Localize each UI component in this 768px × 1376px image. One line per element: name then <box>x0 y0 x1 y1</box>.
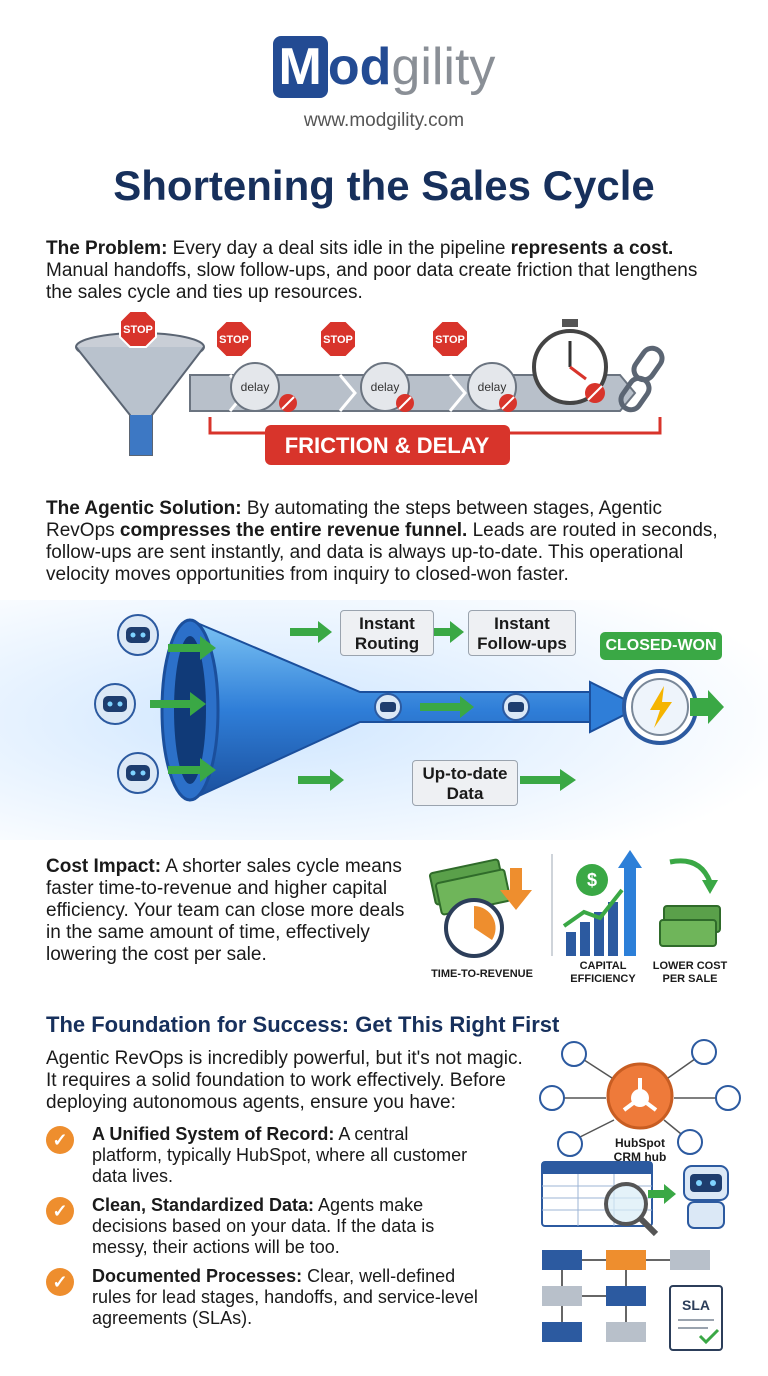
sla-document-icon: SLA <box>669 1285 723 1351</box>
delay-label-2: delay <box>371 380 400 394</box>
connected-app-icon <box>539 1039 741 1157</box>
friction-banner <box>265 425 510 465</box>
foundation-intro: Agentic RevOps is incredibly powerful, b… <box>46 1048 523 1113</box>
foundation-item-1: A Unified System of Record: A central pl… <box>92 1124 472 1187</box>
lower-cost-money-icon <box>659 858 721 947</box>
cost-paragraph: Cost Impact: A shorter sales cycle means… <box>46 856 406 966</box>
solution-paragraph: The Agentic Solution: By automating the … <box>46 498 726 586</box>
broken-chain-icon <box>618 345 665 413</box>
stop-label-3: STOP <box>323 334 353 346</box>
foundation-item-text: A central platform, typically HubSpot, w… <box>92 1124 468 1186</box>
page-title: Shortening the Sales Cycle <box>113 162 655 209</box>
svg-text:$: $ <box>587 870 597 890</box>
check-icon: ✓ <box>46 1126 74 1154</box>
foundation-item-title: A Unified System of Record: <box>92 1124 335 1144</box>
magnifier-icon <box>604 1182 659 1237</box>
problem-text-a: Every day a deal sits idle in the pipeli… <box>167 238 511 259</box>
solution-text-b: Leads are routed in seconds, follow-ups … <box>46 520 718 585</box>
delay-gear-icon: delay <box>360 362 414 412</box>
problem-text-b: Manual handoffs, slow follow-ups, and po… <box>46 260 698 303</box>
solution-heading: The Agentic Solution: <box>46 498 242 519</box>
delay-label-3: delay <box>478 380 507 394</box>
friction-illustration: STOP STOP STOP STOP delay delay delay <box>75 310 665 465</box>
check-icon: ✓ <box>46 1268 74 1296</box>
cost-heading: Cost Impact: <box>46 856 162 877</box>
cost-text: A shorter sales cycle means faster time-… <box>46 856 405 965</box>
foundation-item-3: Documented Processes: Clear, well-define… <box>92 1266 492 1329</box>
foundation-item-2: Clean, Standardized Data: Agents make de… <box>92 1195 482 1258</box>
instant-routing-label: Instant Routing <box>340 610 434 656</box>
logo-rest: gility <box>391 38 496 96</box>
time-to-revenue-caption: TIME-TO-REVENUE <box>431 968 533 980</box>
closed-won-clock-icon <box>622 669 724 745</box>
flowchart-icon <box>542 1250 710 1342</box>
closed-won-badge: CLOSED-WON <box>600 632 722 660</box>
problem-heading: The Problem: <box>46 238 168 259</box>
robot-icon <box>683 1165 729 1229</box>
cost-impact-icons: $ <box>428 850 721 958</box>
stop-sign-icon: STOP <box>215 320 253 358</box>
stop-sign-icon: STOP <box>319 320 357 358</box>
delay-label-1: delay <box>241 380 270 394</box>
stop-sign-icon: STOP <box>431 320 469 358</box>
foundation-item-text: Clear, well-defined rules for lead stage… <box>92 1266 478 1328</box>
robot-icon <box>374 693 402 721</box>
brand-url[interactable]: www.modgility.com <box>303 110 465 131</box>
stop-sign-icon: STOP <box>119 310 157 348</box>
clock-icon <box>444 898 504 958</box>
green-arrow-icon <box>150 621 576 791</box>
foundation-item-text: Agents make decisions based on your data… <box>92 1195 435 1257</box>
capital-efficiency-caption: CAPITAL EFFICIENCY <box>570 960 636 985</box>
check-icon: ✓ <box>46 1197 74 1225</box>
robot-icon <box>502 693 530 721</box>
stop-label-2: STOP <box>219 334 249 346</box>
delay-gear-icon: delay <box>230 362 297 412</box>
stop-label-4: STOP <box>435 334 465 346</box>
problem-paragraph: The Problem: Every day a deal sits idle … <box>46 238 726 304</box>
up-to-date-data-label: Up-to-date Data <box>412 760 518 806</box>
solution-text-a: By automating the steps between stages, … <box>46 498 662 541</box>
hubspot-hub-icon <box>606 1062 674 1130</box>
foundation-item-title: Documented Processes: <box>92 1266 303 1286</box>
delay-gear-icon: delay <box>467 362 517 412</box>
lower-cost-caption: LOWER COST PER SALE <box>652 960 728 985</box>
robot-icon <box>117 752 159 794</box>
problem-text-bold: represents a cost. <box>510 238 674 259</box>
friction-banner-label: FRICTION & DELAY <box>285 433 490 458</box>
sla-label: SLA <box>682 1297 710 1313</box>
foundation-item-title: Clean, Standardized Data: <box>92 1195 315 1215</box>
foundation-illustration: SLA <box>539 1039 741 1351</box>
funnel-icon <box>75 332 205 456</box>
stopwatch-icon <box>532 319 608 405</box>
logo-m: M <box>272 36 328 98</box>
capital-efficiency-chart-icon: $ <box>562 850 642 956</box>
foundation-heading: The Foundation for Success: Get This Rig… <box>46 1012 560 1037</box>
instant-followups-label: Instant Follow-ups <box>468 610 576 656</box>
solution-text-bold: compresses the entire revenue funnel. <box>119 520 468 541</box>
logo-od: od <box>327 38 392 96</box>
money-stack-icon <box>428 858 532 916</box>
robot-icon <box>94 683 136 725</box>
hubspot-hub-caption: HubSpot CRM hub <box>613 1136 667 1164</box>
robot-icon <box>117 614 159 656</box>
stop-label-1: STOP <box>123 324 153 336</box>
